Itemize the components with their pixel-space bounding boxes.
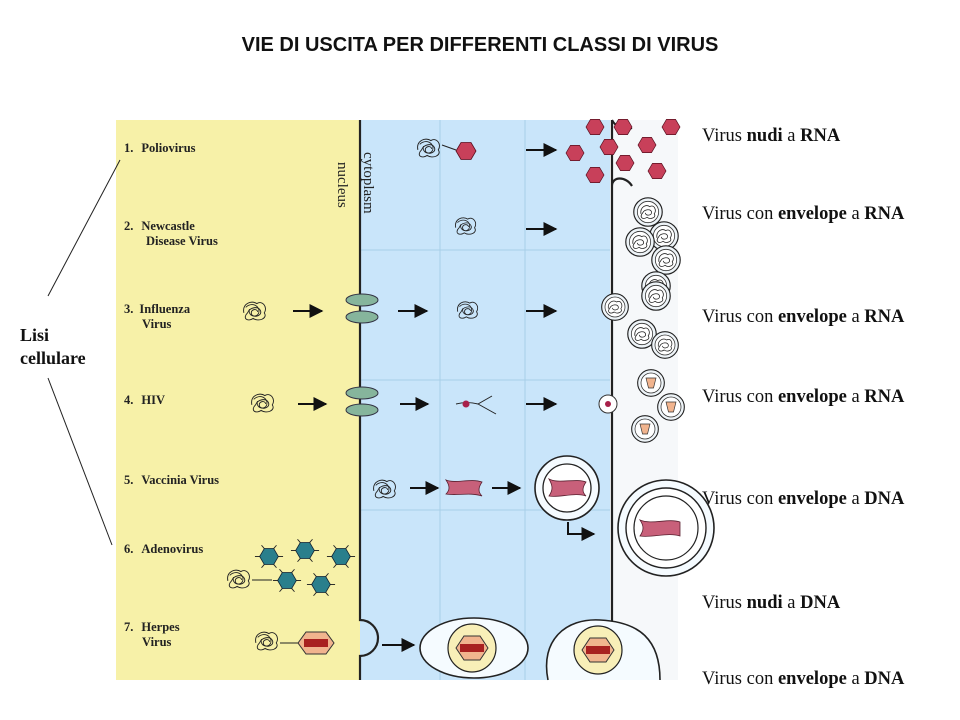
virus-label-2: 2.Newcastle Disease Virus — [124, 219, 218, 248]
svg-text:7.Herpes: 7.Herpes — [124, 620, 180, 634]
nucleus-label: nucleus — [334, 162, 350, 208]
svg-text:3.Influenza: 3.Influenza — [124, 302, 191, 316]
svg-text:Virus: Virus — [142, 317, 172, 331]
influenza-pathway — [243, 281, 679, 359]
svg-text:5.Vaccinia Virus: 5.Vaccinia Virus — [124, 473, 219, 487]
hiv-pathway — [251, 369, 685, 443]
virus-class-label-5: Virus con envelope a DNA — [702, 489, 905, 509]
virus-class-label-3: Virus con envelope a RNA — [702, 307, 905, 327]
plasma-membrane — [610, 120, 633, 680]
vaccinia-pathway — [373, 455, 715, 577]
virus-label-3: 3.Influenza Virus — [124, 302, 191, 331]
svg-text:Disease Virus: Disease Virus — [146, 234, 218, 248]
virus-label-7: 7.Herpes Virus — [124, 620, 180, 649]
newcastle-pathway — [455, 197, 681, 301]
svg-text:1.Poliovirus: 1.Poliovirus — [124, 141, 196, 155]
poliovirus-pathway — [417, 118, 681, 184]
herpes-pathway — [255, 617, 661, 681]
virus-label-5: 5.Vaccinia Virus — [124, 473, 219, 487]
svg-text:6.Adenovirus: 6.Adenovirus — [124, 542, 203, 556]
virus-class-label-7: Virus con envelope a DNA — [702, 669, 905, 689]
virus-class-label-2: Virus con envelope a RNA — [702, 204, 905, 224]
nuclear-membrane — [358, 120, 380, 680]
virus-class-label-4: Virus con envelope a RNA — [702, 387, 905, 407]
virus-class-label-1: Virus nudi a RNA — [702, 126, 841, 146]
virus-label-1: 1.Poliovirus — [124, 141, 196, 155]
lisi-cellulare-label: Lisi cellulare — [20, 325, 86, 368]
svg-text:Virus: Virus — [142, 635, 172, 649]
svg-text:4.HIV: 4.HIV — [124, 393, 165, 407]
adenovirus-pathway — [227, 538, 356, 597]
lisi-line-top — [47, 159, 121, 297]
virus-label-4: 4.HIV — [124, 393, 165, 407]
cytoplasm-label: cytoplasm — [360, 152, 376, 214]
virus-label-6: 6.Adenovirus — [124, 542, 203, 556]
svg-text:2.Newcastle: 2.Newcastle — [124, 219, 195, 233]
virus-class-label-6: Virus nudi a DNA — [702, 593, 841, 613]
lisi-line-bottom — [47, 377, 113, 546]
page-title: VIE DI USCITA PER DIFFERENTI CLASSI DI V… — [241, 34, 719, 56]
